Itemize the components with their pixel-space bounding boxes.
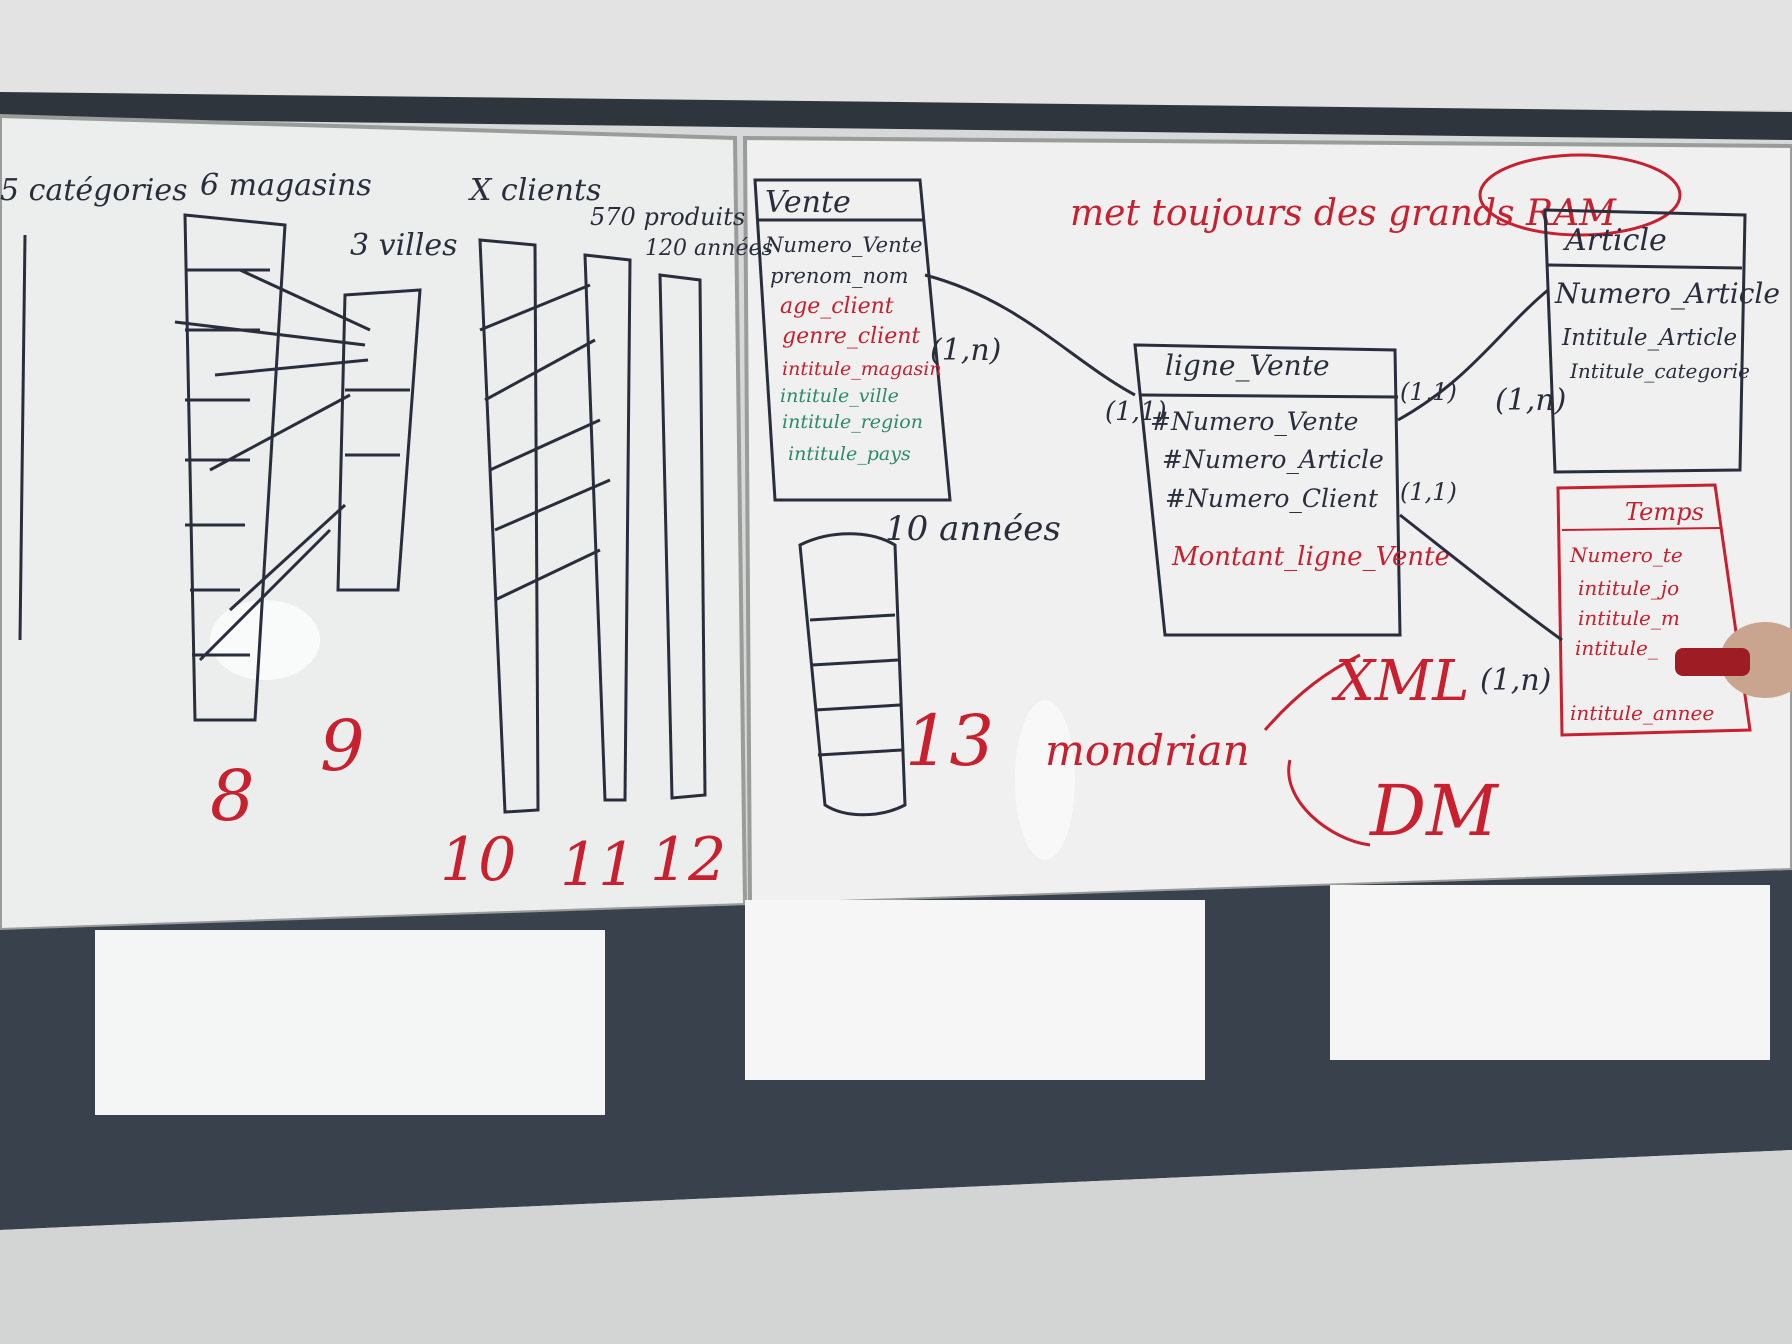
cardinality-label: (1,n) bbox=[1495, 383, 1566, 418]
glare-spot bbox=[1015, 700, 1075, 860]
note-dm: DM bbox=[1368, 770, 1500, 852]
glare-spot bbox=[210, 600, 320, 680]
entity-vente-title: Vente bbox=[765, 185, 851, 220]
red-number-magasins: 8 bbox=[210, 755, 255, 837]
column-annees bbox=[658, 273, 707, 800]
arrow-dm bbox=[1287, 759, 1371, 847]
article-field: Numero_Article bbox=[1554, 277, 1780, 310]
vente-field: intitule_pays bbox=[788, 443, 911, 465]
annees-label: 10 années bbox=[885, 509, 1061, 549]
cardinality-label: (1,1) bbox=[1400, 478, 1457, 506]
window-pane-left bbox=[95, 930, 605, 1115]
vente-field: intitule_magasin bbox=[782, 358, 942, 380]
lower-wall bbox=[0, 1150, 1792, 1344]
cardinality-label: (1,n) bbox=[930, 333, 1001, 368]
entity-article: Article Numero_Article Intitule_Article … bbox=[1543, 208, 1780, 474]
column-clients bbox=[478, 238, 540, 814]
right-whiteboard bbox=[742, 135, 1792, 908]
vente-field: intitule_ville bbox=[780, 385, 899, 407]
cardinality-label: (1,1) bbox=[1105, 397, 1167, 427]
cardinality-label: (1,n) bbox=[1480, 663, 1551, 698]
note-ram: met toujours des grands RAM bbox=[1070, 193, 1617, 234]
temps-field: intitule_jo bbox=[1578, 576, 1679, 600]
annees-cylinder bbox=[798, 532, 907, 817]
column-magasins bbox=[183, 213, 287, 722]
column-produits bbox=[583, 253, 632, 802]
entity-vente: Vente Numero_Vente prenom_nom age_client… bbox=[753, 178, 952, 502]
entity-ligne-vente: ligne_Vente #Numero_Vente #Numero_Articl… bbox=[1133, 343, 1450, 637]
header-produits: 570 produits bbox=[590, 203, 745, 231]
vente-field: prenom_nom bbox=[770, 264, 909, 288]
vente-field: intitule_region bbox=[782, 411, 923, 433]
relationship-lines bbox=[924, 273, 1563, 642]
upper-wall bbox=[0, 0, 1792, 110]
temps-field: intitule_ bbox=[1575, 636, 1658, 660]
temps-field: intitule_annee bbox=[1570, 701, 1714, 725]
ligne-field: #Numero_Article bbox=[1162, 445, 1384, 474]
column-villes bbox=[336, 288, 422, 592]
link-ligne-temps bbox=[1399, 513, 1563, 642]
note-mondrian: mondrian bbox=[1045, 726, 1250, 775]
cardinality-label: (1,1) bbox=[1400, 378, 1457, 406]
temps-field: intitule_m bbox=[1578, 606, 1680, 630]
ligne-field: #Numero_Vente bbox=[1150, 407, 1358, 436]
entity-temps: Temps Numero_te intitule_jo intitule_m i… bbox=[1556, 483, 1752, 737]
board-rail bbox=[0, 92, 1792, 140]
red-number-produits: 11 bbox=[560, 830, 636, 900]
column-categories bbox=[18, 234, 27, 641]
note-xml: XML bbox=[1331, 649, 1469, 714]
header-clients: X clients bbox=[468, 173, 601, 208]
header-magasins: 6 magasins bbox=[200, 168, 372, 203]
ram-circle bbox=[1478, 153, 1682, 237]
article-field: Intitule_categorie bbox=[1569, 359, 1750, 383]
link-ligne-article bbox=[1397, 288, 1549, 422]
red-number-13: 13 bbox=[905, 700, 994, 782]
hand-with-marker bbox=[1675, 622, 1792, 698]
header-villes: 3 villes bbox=[350, 228, 458, 263]
window-pane-middle bbox=[745, 900, 1205, 1080]
arrow-xml-mondrian bbox=[1263, 653, 1361, 731]
entity-ligne-title: ligne_Vente bbox=[1165, 349, 1330, 382]
ligne-field: Montant_ligne_Vente bbox=[1171, 542, 1450, 572]
vente-field: age_client bbox=[780, 294, 894, 319]
link-vente-ligne bbox=[924, 273, 1136, 397]
entity-article-title: Article bbox=[1562, 223, 1667, 258]
entity-temps-title: Temps bbox=[1625, 498, 1704, 526]
red-number-clients: 10 bbox=[440, 825, 516, 895]
article-field: Intitule_Article bbox=[1561, 325, 1737, 351]
vente-field: Numero_Vente bbox=[764, 233, 922, 257]
red-number-villes: 9 bbox=[320, 705, 365, 787]
red-number-annees: 12 bbox=[650, 825, 726, 895]
temps-field: Numero_te bbox=[1569, 543, 1683, 567]
header-categories: 5 catégories bbox=[0, 173, 187, 208]
left-board-sketches bbox=[18, 213, 707, 814]
ligne-field: #Numero_Client bbox=[1165, 484, 1379, 513]
window-pane-right bbox=[1330, 885, 1770, 1060]
header-annees: 120 années bbox=[645, 236, 773, 261]
vente-field: genre_client bbox=[782, 324, 920, 349]
